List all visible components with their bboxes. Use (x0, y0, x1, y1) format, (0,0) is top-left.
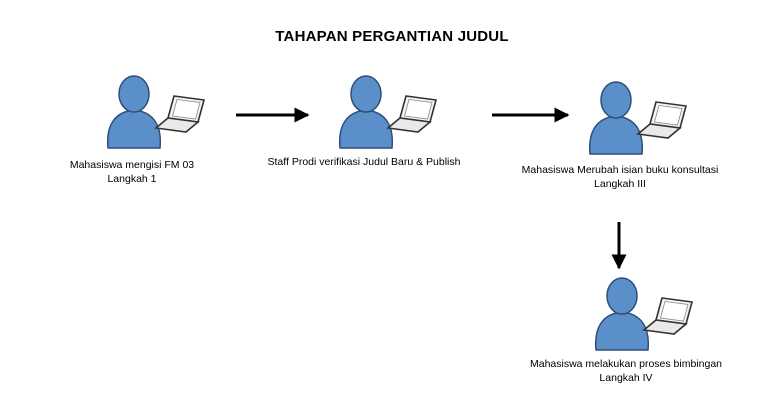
user-with-laptop-icon (106, 75, 206, 149)
step-1-label: Mahasiswa mengisi FM 03 (69, 159, 195, 171)
diagram-title: TAHAPAN PERGANTIAN JUDUL (275, 28, 509, 45)
step-2-label: Staff Prodi verifikasi Judul Baru & Publ… (267, 156, 461, 168)
user-with-laptop-icon (594, 277, 694, 351)
step-3-sublabel: Langkah III (594, 178, 646, 190)
step-4-sublabel: Langkah IV (599, 372, 653, 384)
user-with-laptop-icon (588, 81, 688, 155)
step-4-label: Mahasiswa melakukan proses bimbingan (529, 358, 722, 370)
step-1-sublabel: Langkah 1 (107, 173, 157, 185)
step-3-label: Mahasiswa Merubah isian buku konsultasi (521, 164, 719, 176)
user-with-laptop-icon (338, 75, 438, 149)
